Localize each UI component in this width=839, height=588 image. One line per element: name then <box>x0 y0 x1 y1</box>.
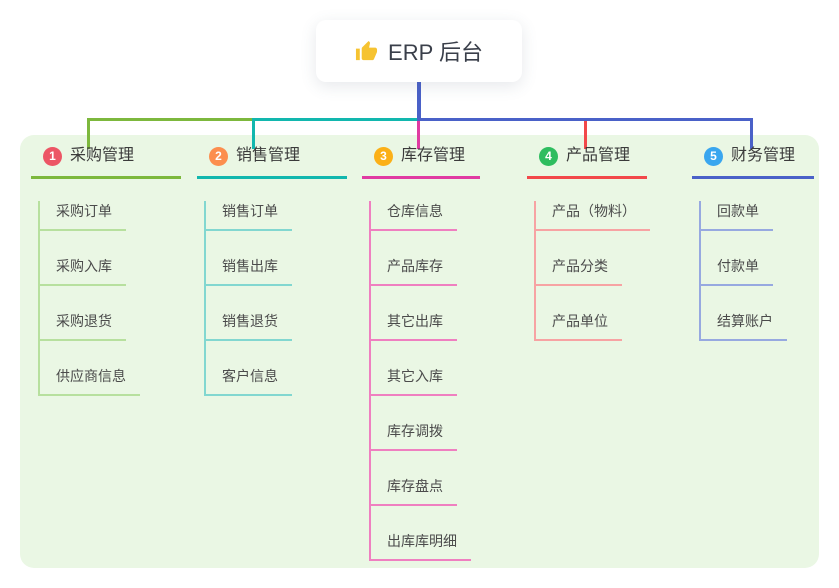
root-node[interactable]: ERP 后台 <box>316 20 522 82</box>
branch-number-badge: 4 <box>539 146 558 166</box>
connector-bus-teal <box>252 118 419 121</box>
node-item[interactable]: 客户信息 <box>206 366 292 396</box>
branch-product: 4 产品管理 产品（物料） 产品分类 产品单位 <box>527 145 650 341</box>
branch-number-badge: 1 <box>43 146 62 166</box>
branch-label: 销售管理 <box>236 147 301 164</box>
branch-node-purchase[interactable]: 1 采购管理 <box>31 145 181 179</box>
branch5-connector-line <box>750 118 753 149</box>
node-item[interactable]: 供应商信息 <box>40 366 140 396</box>
node-item[interactable]: 产品分类 <box>536 256 622 286</box>
branch-node-inventory[interactable]: 3 库存管理 <box>362 145 480 179</box>
branch-node-product[interactable]: 4 产品管理 <box>527 145 647 179</box>
node-item[interactable]: 销售订单 <box>206 201 292 231</box>
branch-children: 回款单 付款单 结算账户 <box>699 201 814 341</box>
branch-node-finance[interactable]: 5 财务管理 <box>692 145 814 179</box>
node-item[interactable]: 采购订单 <box>40 201 126 231</box>
branch-finance: 5 财务管理 回款单 付款单 结算账户 <box>692 145 814 341</box>
node-item[interactable]: 库存盘点 <box>371 476 457 506</box>
branch3-connector-line <box>417 118 420 149</box>
branch-number-badge: 3 <box>374 146 393 166</box>
node-item[interactable]: 付款单 <box>701 256 773 286</box>
thumbs-up-icon <box>355 40 378 60</box>
branch-number-badge: 5 <box>704 146 723 166</box>
node-item[interactable]: 销售退货 <box>206 311 292 341</box>
node-item[interactable]: 产品库存 <box>371 256 457 286</box>
node-item[interactable]: 销售出库 <box>206 256 292 286</box>
branch-label: 库存管理 <box>401 147 466 164</box>
node-item[interactable]: 结算账户 <box>701 311 787 341</box>
node-item[interactable]: 库存调拨 <box>371 421 457 451</box>
node-item[interactable]: 出库库明细 <box>371 531 471 561</box>
branch-number-badge: 2 <box>209 146 228 166</box>
branch-sales: 2 销售管理 销售订单 销售出库 销售退货 客户信息 <box>197 145 347 396</box>
branch-children: 产品（物料） 产品分类 产品单位 <box>534 201 650 341</box>
branch-children: 采购订单 采购入库 采购退货 供应商信息 <box>38 201 181 396</box>
connector-bus-green <box>87 118 254 121</box>
node-item[interactable]: 其它出库 <box>371 311 457 341</box>
node-item[interactable]: 回款单 <box>701 201 773 231</box>
mindmap-background-panel <box>20 135 819 568</box>
branch-children: 销售订单 销售出库 销售退货 客户信息 <box>204 201 347 396</box>
branch-inventory: 3 库存管理 仓库信息 产品库存 其它出库 其它入库 库存调拨 库存盘点 出库库… <box>362 145 480 561</box>
branch-purchase: 1 采购管理 采购订单 采购入库 采购退货 供应商信息 <box>31 145 181 396</box>
branch-label: 产品管理 <box>566 147 631 164</box>
node-item[interactable]: 采购退货 <box>40 311 126 341</box>
branch-node-sales[interactable]: 2 销售管理 <box>197 145 347 179</box>
branch-label: 财务管理 <box>731 147 796 164</box>
node-item[interactable]: 其它入库 <box>371 366 457 396</box>
node-item[interactable]: 采购入库 <box>40 256 126 286</box>
root-connector-line <box>417 82 421 120</box>
connector-bus-blue <box>417 118 753 121</box>
root-node-label: ERP 后台 <box>388 40 483 65</box>
branch2-connector-line <box>252 118 255 149</box>
node-item[interactable]: 仓库信息 <box>371 201 457 231</box>
node-item[interactable]: 产品（物料） <box>536 201 650 231</box>
node-item[interactable]: 产品单位 <box>536 311 622 341</box>
branch4-connector-line <box>584 118 587 149</box>
branch-label: 采购管理 <box>70 147 135 164</box>
branch-children: 仓库信息 产品库存 其它出库 其它入库 库存调拨 库存盘点 出库库明细 <box>369 201 480 561</box>
branch1-connector-line <box>87 118 90 149</box>
